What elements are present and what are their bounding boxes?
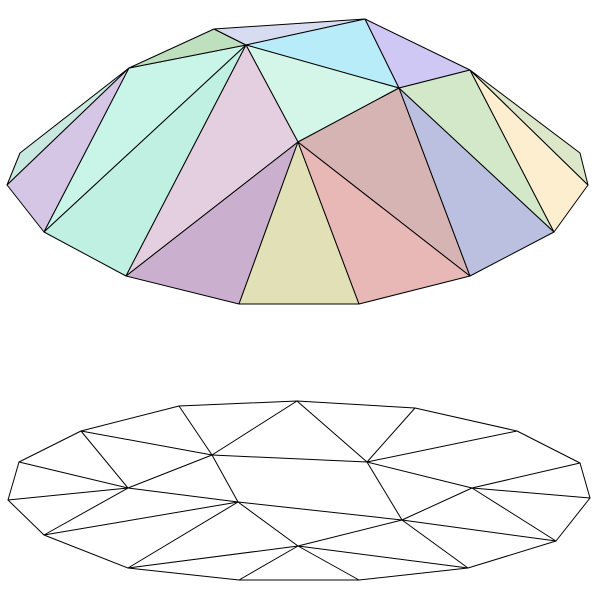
mesh-edge-8 bbox=[358, 567, 469, 581]
mesh-edge-18 bbox=[211, 400, 298, 456]
mesh-edge-11 bbox=[43, 534, 129, 569]
mesh-edge-15 bbox=[80, 405, 180, 432]
dome-face-18 bbox=[469, 69, 589, 186]
mesh-edge-19 bbox=[296, 400, 368, 463]
mesh-edge-17 bbox=[178, 405, 213, 456]
mesh-edge-12 bbox=[7, 499, 45, 536]
dome-perspective-view bbox=[6, 18, 589, 305]
mesh-edge-7 bbox=[467, 540, 557, 569]
mesh-edge-41 bbox=[237, 501, 299, 547]
mesh-edge-1 bbox=[178, 400, 298, 407]
mesh-edge-6 bbox=[555, 497, 591, 542]
mesh-edge-33 bbox=[127, 487, 239, 503]
mesh-edge-37 bbox=[366, 461, 403, 521]
mesh-edge-36 bbox=[237, 501, 403, 521]
mesh-edge-30 bbox=[43, 487, 129, 536]
mesh-edge-32 bbox=[211, 454, 239, 503]
mesh-edge-42 bbox=[297, 519, 403, 547]
mesh-edge-23 bbox=[471, 487, 591, 499]
mesh-edge-21 bbox=[366, 430, 518, 463]
mesh-edge-5 bbox=[579, 462, 591, 499]
mesh-edge-39 bbox=[401, 519, 469, 569]
mesh-edge-31 bbox=[127, 454, 213, 489]
mesh-edge-25 bbox=[366, 461, 473, 489]
mesh-edge-13 bbox=[7, 461, 20, 501]
mesh-edge-3 bbox=[414, 407, 518, 432]
mesh-edge-22 bbox=[471, 462, 581, 489]
mesh-edge-40 bbox=[401, 519, 557, 542]
mesh-edge-14 bbox=[18, 430, 82, 463]
mesh-edge-28 bbox=[80, 430, 129, 489]
mesh-edge-10 bbox=[127, 567, 240, 581]
mesh-edge-2 bbox=[296, 400, 416, 409]
mesh-edge-26 bbox=[211, 454, 368, 463]
mesh-edge-16 bbox=[80, 430, 213, 456]
mesh-edge-44 bbox=[297, 545, 360, 581]
mesh-edge-43 bbox=[238, 545, 299, 581]
mesh-edge-29 bbox=[7, 487, 129, 501]
dome-base-mesh-view bbox=[7, 400, 591, 581]
mesh-edge-35 bbox=[127, 501, 239, 569]
mesh-edge-20 bbox=[366, 407, 416, 463]
mesh-edge-27 bbox=[18, 461, 129, 489]
mesh-edge-4 bbox=[516, 430, 581, 464]
mesh-edge-38 bbox=[401, 487, 473, 521]
mesh-edge-24 bbox=[471, 487, 557, 542]
mesh-edge-45 bbox=[127, 545, 299, 569]
mesh-edge-34 bbox=[43, 501, 239, 536]
mesh-edge-46 bbox=[297, 545, 469, 569]
